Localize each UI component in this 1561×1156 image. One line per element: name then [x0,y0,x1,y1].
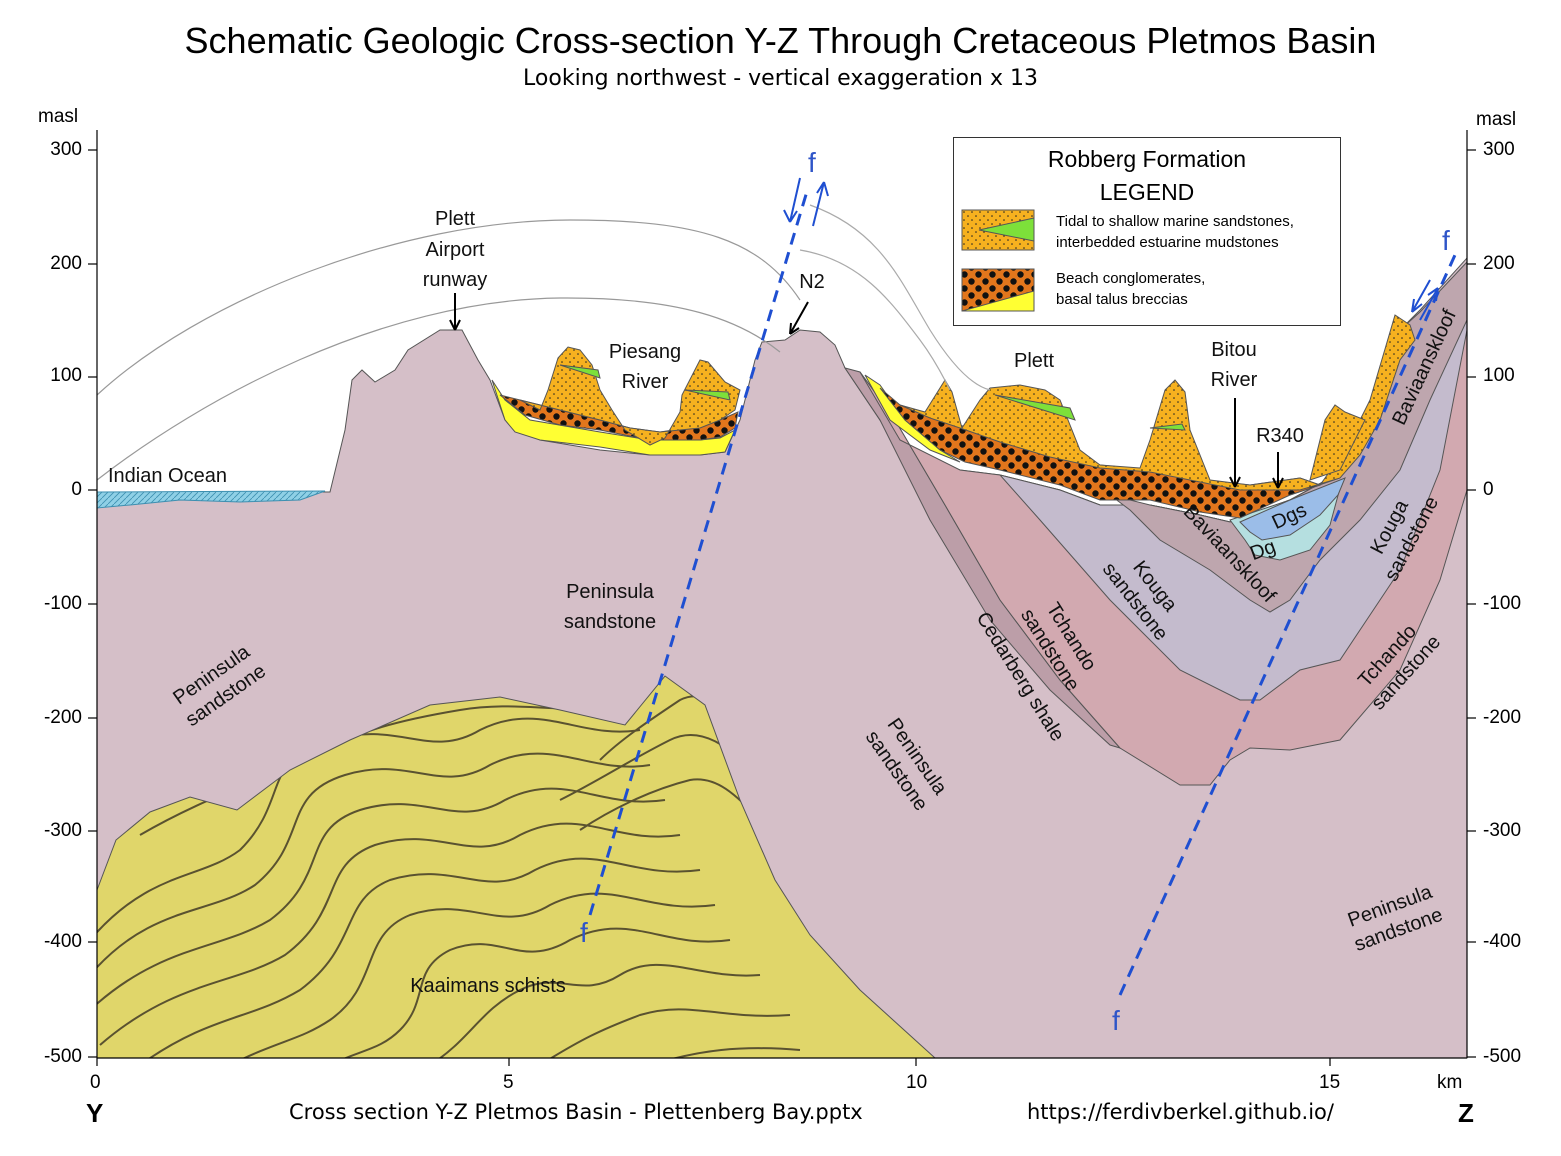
robberg-sandstone-bitou-ridge [1309,404,1366,481]
legend-item-1: Tidal to shallow marine sandstones, inte… [1056,211,1294,253]
start-label: Y [86,1098,104,1128]
label-plett-airport: runway [423,269,487,291]
fault-arrow-down [1411,279,1431,313]
label-indian-ocean: Indian Ocean [108,465,227,487]
y-tick-right: -300 [1483,820,1522,841]
projected-surface-curve [809,204,991,391]
y-tick-left: -500 [43,1046,82,1067]
pointer-arrow [1229,398,1241,488]
y-tick-left: 0 [71,479,82,500]
fault-label: f [1112,1005,1120,1036]
end-label: Z [1458,1098,1474,1128]
robberg-sandstone-piesang-1 [519,346,741,446]
legend-item-2: Beach conglomerates, basal talus breccia… [1056,268,1205,310]
label-kaaimans-schists: Kaaimans schists [410,975,566,997]
y-tick-right: -200 [1483,707,1522,728]
legend-subtitle: LEGEND [1099,179,1195,205]
fault-label: f [1442,225,1450,256]
footer-url[interactable]: https://ferdivberkel.github.io/ [1027,1100,1334,1124]
y-tick-left: -300 [43,820,82,841]
fault-label: f [580,917,588,948]
projected-surface-curve [96,297,781,481]
y-unit-left: masl [38,106,79,127]
y-tick-left: -100 [43,593,82,614]
label-bitou-river: Bitou [1211,339,1257,361]
chart-title: Schematic Geologic Cross-section Y-Z Thr… [184,20,1377,61]
fault-line-2 [1118,254,1457,996]
label-plett-airport: Airport [426,239,485,261]
legend-item-2-line2: basal talus breccias [1056,291,1188,308]
robberg-breccia-plett [864,374,961,463]
x-tick: 15 [1319,1072,1341,1093]
fault-line-1 [588,187,810,916]
legend-box: Robberg Formation LEGEND Tidal to shallo… [953,137,1341,326]
robberg-sandstone-plett [899,314,1416,491]
label-piesang-river: Piesang [609,341,681,363]
y-tick-right: -400 [1483,931,1522,952]
legend-item-2-line1: Beach conglomerates, [1056,270,1206,287]
label-plett: Plett [1014,350,1054,372]
y-tick-left: 300 [50,139,82,160]
fault-arrow-up [812,181,829,227]
y-tick-left: -200 [43,707,82,728]
y-tick-marks [88,149,1476,1058]
legend-swatches [961,209,1035,312]
legend-swatch-mudstone [978,217,1035,242]
fault-label: f [808,147,816,178]
fault-arrow-down [783,177,801,223]
x-tick-marks [96,1058,1331,1066]
label-bitou-river: River [1211,369,1258,391]
label-r340: R340 [1256,425,1304,447]
legend-title: Robberg Formation [1047,146,1247,172]
footer-filename: Cross section Y-Z Pletmos Basin - Plette… [289,1100,863,1124]
legend-swatch-breccia [961,290,1035,312]
mudstone-lens [684,389,731,401]
pointer-arrow [449,293,461,331]
pointer-arrow [1272,452,1284,489]
dgs-unit [1239,477,1346,541]
legend-item-1-line1: Tidal to shallow marine sandstones, [1056,213,1294,230]
y-tick-right: 100 [1483,365,1515,386]
y-tick-right: -500 [1483,1046,1522,1067]
y-tick-right: 0 [1483,479,1494,500]
y-tick-right: 200 [1483,253,1515,274]
projected-surface-curve [799,249,951,391]
pointer-arrow [789,301,809,335]
y-tick-left: 100 [50,365,82,386]
x-tick: 0 [90,1072,101,1093]
y-unit-right: masl [1476,109,1517,130]
mudstone-lens [1149,423,1186,431]
label-piesang-river: River [622,371,669,393]
x-tick: 5 [503,1072,514,1093]
x-tick: 10 [906,1072,928,1093]
y-tick-right: 300 [1483,139,1515,160]
chart-subtitle: Looking northwest - vertical exaggeratio… [523,66,1038,91]
indian-ocean [96,490,326,509]
projected-surface-curve [96,219,801,396]
mudstone-lens [559,364,601,379]
y-tick-left: -400 [43,931,82,952]
legend-item-1-line2: interbedded estuarine mudstones [1056,234,1279,251]
x-unit: km [1437,1072,1463,1093]
mudstone-lens [994,394,1076,421]
label-sandstone: sandstone [564,611,656,633]
kaaimans-outline [96,675,936,1059]
y-tick-left: 200 [50,253,82,274]
label-plett-airport: Plett [435,208,475,230]
fault-arrow-up [1419,287,1439,321]
label-peninsula: Peninsula [566,581,655,603]
label-n2: N2 [799,271,825,293]
y-tick-right: -100 [1483,593,1522,614]
